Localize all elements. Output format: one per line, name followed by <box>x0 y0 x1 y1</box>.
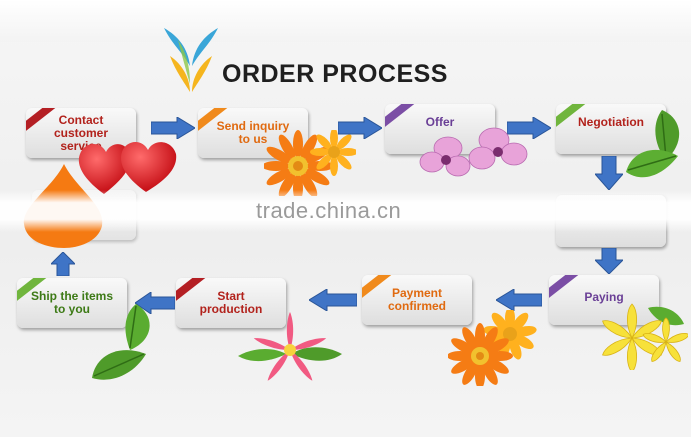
arrow-up-icon <box>51 252 75 276</box>
watermark-band <box>0 190 691 232</box>
leaf-icon <box>626 110 680 178</box>
step-paying: Paying <box>549 275 659 325</box>
ribbon <box>549 275 581 303</box>
leaf-icon <box>92 304 150 380</box>
watermark-text: trade.china.cn <box>256 198 402 223</box>
arrow-left-icon <box>496 289 542 311</box>
arrow-down-icon <box>595 156 623 190</box>
arrow-down-icon <box>595 248 623 274</box>
gerbera-flower-icon <box>264 130 356 196</box>
pink-lily-icon <box>238 312 342 381</box>
step-label: Negotiation <box>578 114 644 129</box>
yellow-lily-icon <box>602 303 688 370</box>
step-label: Paying <box>584 289 624 304</box>
top-strip <box>0 0 691 42</box>
arrow-right-icon <box>151 117 195 139</box>
logo-icon <box>164 28 218 92</box>
arrow-right-icon <box>507 117 551 139</box>
gerbera-flower-icon <box>448 310 537 386</box>
step-label: Offer <box>425 114 455 129</box>
arrow-left-icon <box>309 289 357 311</box>
ribbon <box>385 104 417 132</box>
diagram-title: ORDER PROCESS <box>222 60 448 88</box>
arrow-left-icon <box>135 292 175 314</box>
arrow-right-icon <box>338 117 382 139</box>
orchid-flower-icon <box>419 127 528 177</box>
hearts-icon <box>78 141 177 194</box>
step-negotiation: Negotiation <box>556 104 666 154</box>
